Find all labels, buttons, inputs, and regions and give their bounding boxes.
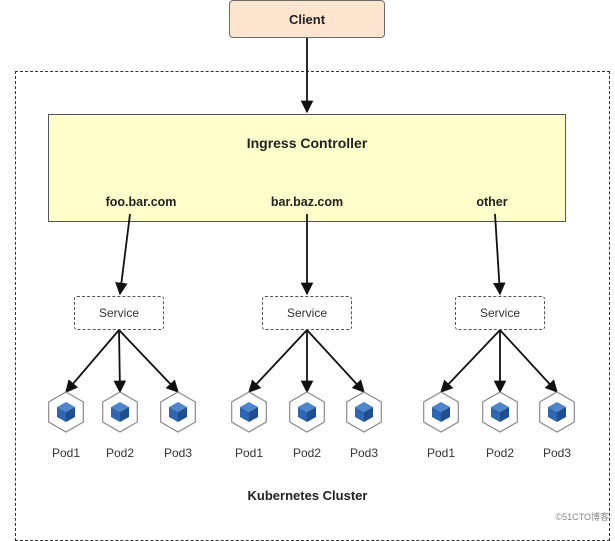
arrow-service-to-pod — [248, 329, 308, 393]
cluster-label: Kubernetes Cluster — [247, 488, 368, 503]
service-label: Service — [286, 306, 327, 320]
pod-label: Pod2 — [485, 446, 515, 460]
service-box-3: Service — [455, 296, 545, 330]
arrow-service-to-pod — [306, 329, 365, 393]
arrow-service-to-pod — [113, 329, 127, 394]
pod-label: Pod1 — [51, 446, 81, 460]
service-box-2: Service — [262, 296, 352, 330]
host-label-bar: bar.baz.com — [270, 195, 344, 209]
pod-label: Pod2 — [105, 446, 135, 460]
arrow-service-to-pod — [65, 329, 120, 393]
arrow-host-to-service — [493, 213, 506, 296]
pod-label: Pod1 — [426, 446, 456, 460]
ingress-controller-title: Ingress Controller — [246, 135, 368, 151]
arrow-service-to-pod — [440, 329, 501, 393]
pod-label: Pod3 — [349, 446, 379, 460]
pod-label: Pod1 — [234, 446, 264, 460]
service-box-1: Service — [74, 296, 164, 330]
watermark-text: ©51CTO博客 — [555, 512, 609, 522]
client-label: Client — [288, 11, 326, 27]
pod-label: Pod3 — [163, 446, 193, 460]
service-label: Service — [98, 306, 139, 320]
cube-icon — [346, 391, 382, 433]
cube-icon — [539, 391, 575, 433]
cube-icon — [482, 391, 518, 433]
arrow-host-to-service — [115, 213, 131, 296]
cube-icon — [102, 391, 138, 433]
cube-icon — [231, 391, 267, 433]
arrow-service-to-pod — [499, 329, 558, 393]
cube-icon — [160, 391, 196, 433]
service-label: Service — [479, 306, 520, 320]
host-label-foo: foo.bar.com — [105, 195, 177, 209]
pod-label: Pod3 — [542, 446, 572, 460]
host-label-other: other — [476, 195, 508, 209]
arrow-service-to-pod — [118, 329, 179, 393]
pod-label: Pod2 — [292, 446, 322, 460]
client-box: Client — [229, 0, 385, 38]
cube-icon — [289, 391, 325, 433]
pods-layer — [48, 391, 575, 433]
diagram-canvas: Client Ingress Controller foo.bar.com ba… — [15, 0, 610, 541]
cube-icon — [48, 391, 84, 433]
connector-layer — [65, 38, 558, 394]
cube-icon — [423, 391, 459, 433]
